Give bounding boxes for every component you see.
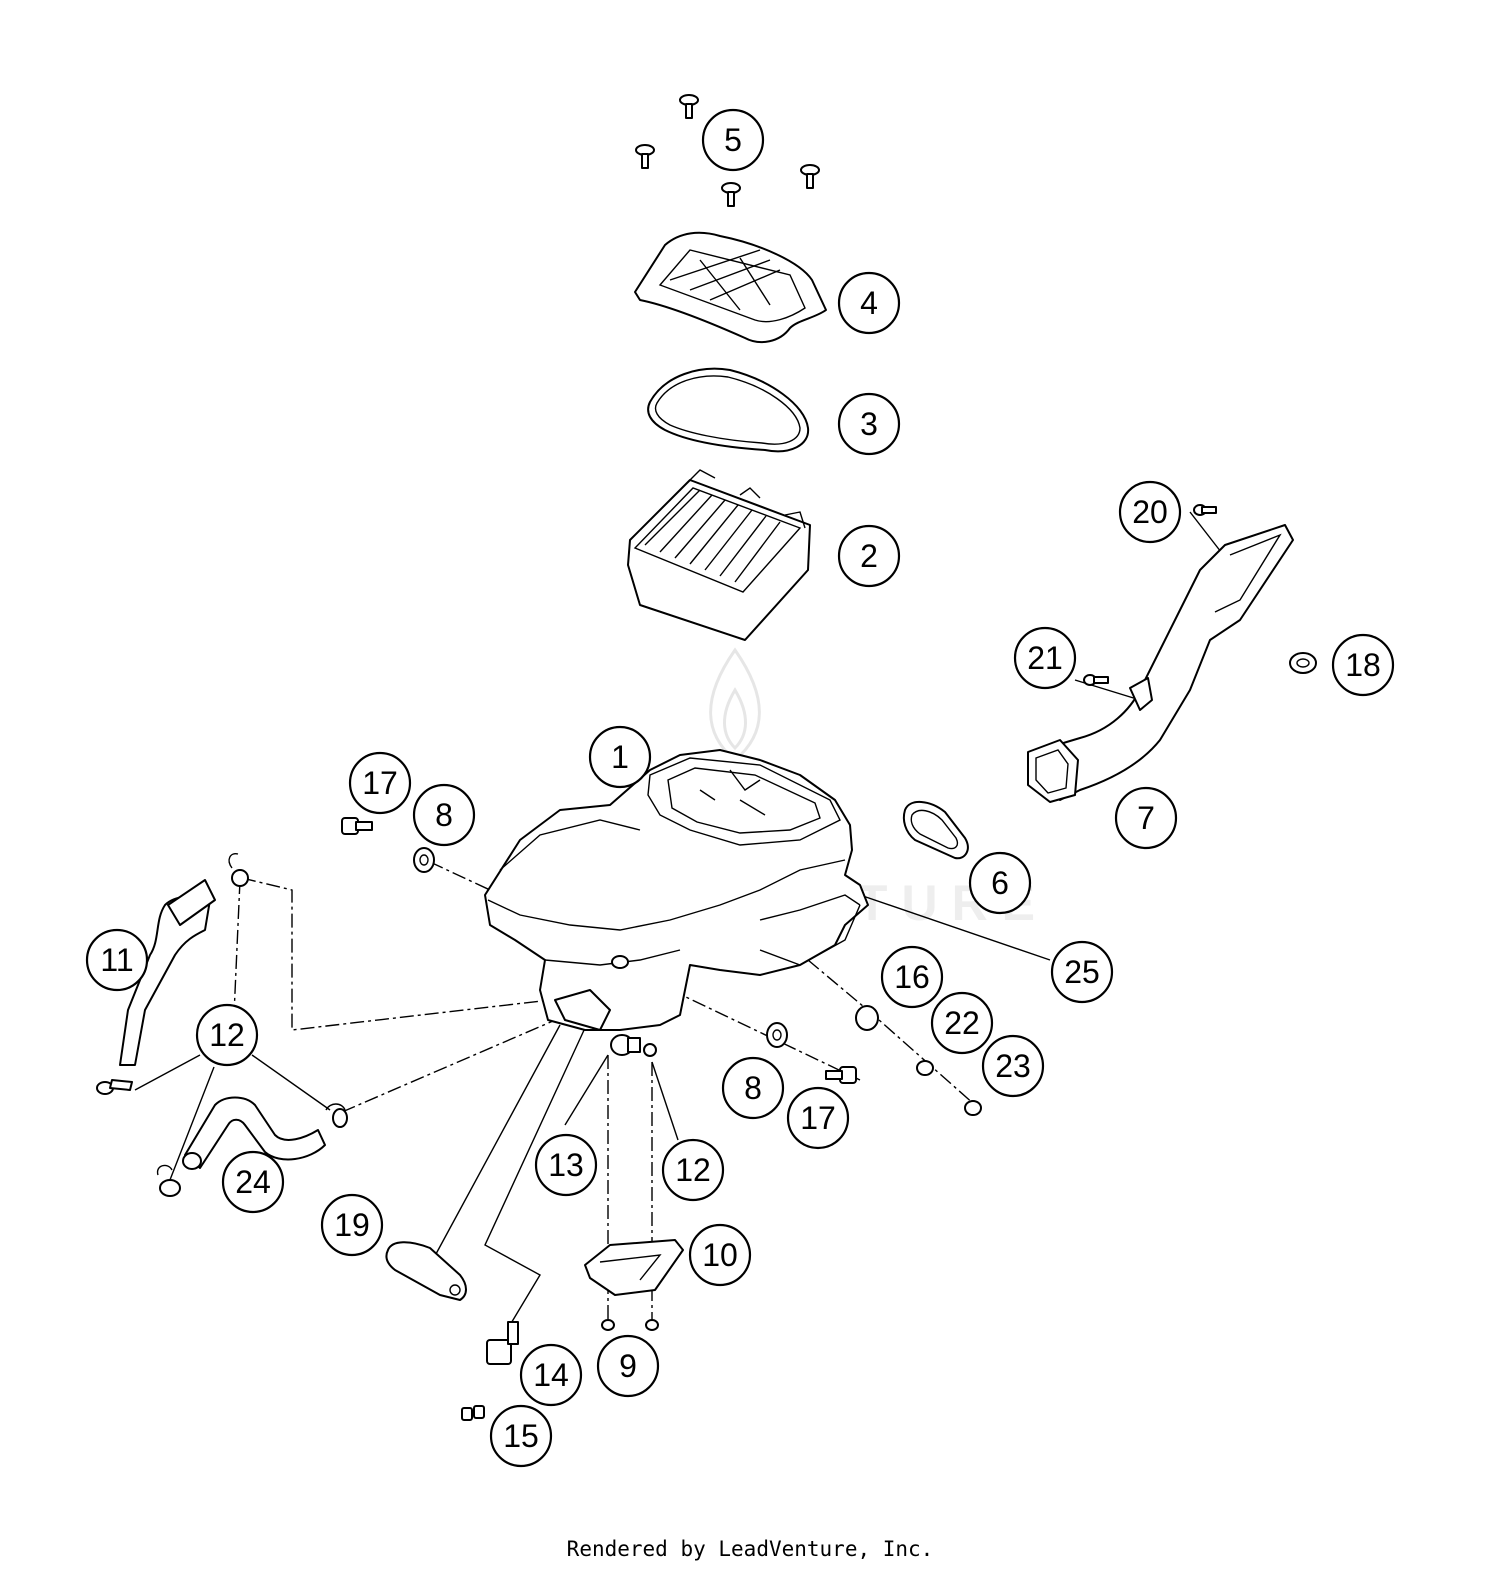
- clip-part-15: [461, 1405, 485, 1421]
- callout-19: 19: [320, 1193, 384, 1257]
- svg-text:25: 25: [1064, 954, 1100, 990]
- callout-13: 13: [534, 1133, 598, 1197]
- svg-text:1: 1: [611, 739, 629, 775]
- callout-21: 21: [1013, 626, 1077, 690]
- nut-part-23: [964, 1100, 982, 1116]
- washer-part-8-lower: [766, 1022, 788, 1048]
- callouts: 5 4 3 2 20 21 18 1 7 17 8 6 25 11 16 22 …: [85, 108, 1395, 1468]
- svg-text:12: 12: [675, 1152, 711, 1188]
- callout-16: 16: [880, 945, 944, 1009]
- callout-18: 18: [1331, 633, 1395, 697]
- callout-5: 5: [701, 108, 765, 172]
- footer-credit: Rendered by LeadVenture, Inc.: [566, 1537, 934, 1561]
- callout-20: 20: [1118, 480, 1182, 544]
- bolt-part-17-lower: [825, 1066, 857, 1084]
- callout-17-lower: 17: [786, 1086, 850, 1150]
- screw-set-part-9: [601, 1319, 659, 1331]
- callout-8-lower: 8: [721, 1056, 785, 1120]
- grommet-part-16: [855, 1005, 879, 1031]
- svg-text:15: 15: [503, 1418, 539, 1454]
- svg-text:4: 4: [860, 285, 878, 321]
- screw-part-21: [1083, 674, 1109, 686]
- callout-17-upper: 17: [348, 751, 412, 815]
- hose-part-25: [156, 1096, 326, 1197]
- callout-4: 4: [837, 271, 901, 335]
- svg-text:9: 9: [619, 1348, 637, 1384]
- callout-1: 1: [588, 725, 652, 789]
- svg-text:22: 22: [944, 1005, 980, 1041]
- callout-7: 7: [1114, 786, 1178, 850]
- callout-8-upper: 8: [412, 783, 476, 847]
- lower-cover-part-24: [759, 904, 861, 966]
- svg-text:8: 8: [744, 1070, 762, 1106]
- svg-text:17: 17: [800, 1100, 836, 1136]
- svg-text:8: 8: [435, 797, 453, 833]
- callout-2: 2: [837, 524, 901, 588]
- callout-22: 22: [930, 991, 994, 1055]
- clamp-part-12-left: [96, 1079, 133, 1095]
- svg-text:5: 5: [724, 122, 742, 158]
- svg-text:17: 17: [362, 765, 398, 801]
- svg-text:7: 7: [1137, 800, 1155, 836]
- svg-text:23: 23: [995, 1048, 1031, 1084]
- svg-text:14: 14: [533, 1357, 569, 1393]
- callout-23: 23: [981, 1034, 1045, 1098]
- callout-25: 24: [221, 1150, 285, 1214]
- strap-part-19: [385, 1241, 467, 1301]
- svg-text:11: 11: [100, 942, 133, 978]
- svg-text:19: 19: [334, 1207, 370, 1243]
- bolt-part-17-upper: [341, 817, 373, 835]
- callout-11: 11: [85, 928, 149, 992]
- callout-6: 6: [968, 851, 1032, 915]
- svg-text:16: 16: [894, 959, 930, 995]
- callout-12-left: 12: [195, 1003, 259, 1067]
- callout-9: 9: [596, 1334, 660, 1398]
- grommet-part-18: [1289, 652, 1317, 674]
- callout-10: 10: [688, 1223, 752, 1287]
- drain-plug-part-13: [610, 1034, 641, 1056]
- air-filter-part-2: [627, 469, 811, 641]
- washer-part-8-upper: [413, 847, 435, 873]
- gasket-part-3: [647, 367, 810, 453]
- callout-3: 3: [837, 392, 901, 456]
- washer-part-22: [916, 1060, 934, 1076]
- clamp-part-12-lower: [643, 1043, 657, 1057]
- svg-text:3: 3: [860, 406, 878, 442]
- intake-duct-part-7: [1027, 524, 1294, 803]
- svg-text:18: 18: [1345, 647, 1381, 683]
- svg-text:20: 20: [1132, 494, 1168, 530]
- sensor-part-14: [486, 1321, 519, 1365]
- cover-plate-part-10: [584, 1239, 684, 1296]
- screw-set-part-5: [635, 94, 820, 207]
- clamp-part-12-right: [325, 1103, 348, 1128]
- svg-text:2: 2: [860, 538, 878, 574]
- hose-part-11: [119, 853, 249, 1066]
- svg-text:21: 21: [1027, 640, 1063, 676]
- svg-text:6: 6: [991, 865, 1009, 901]
- callout-15: 15: [489, 1404, 553, 1468]
- svg-text:10: 10: [702, 1237, 738, 1273]
- callout-14: 14: [519, 1343, 583, 1407]
- callout-24: 25: [1050, 940, 1114, 1004]
- intake-boot-part-6: [902, 801, 969, 860]
- svg-text:24: 24: [235, 1164, 271, 1200]
- airbox-housing-part-1: [484, 749, 869, 1031]
- filter-frame-part-4: [634, 231, 827, 344]
- screw-part-20: [1193, 504, 1217, 516]
- svg-text:13: 13: [548, 1147, 584, 1183]
- callout-12-lower: 12: [661, 1138, 725, 1202]
- svg-text:12: 12: [209, 1017, 245, 1053]
